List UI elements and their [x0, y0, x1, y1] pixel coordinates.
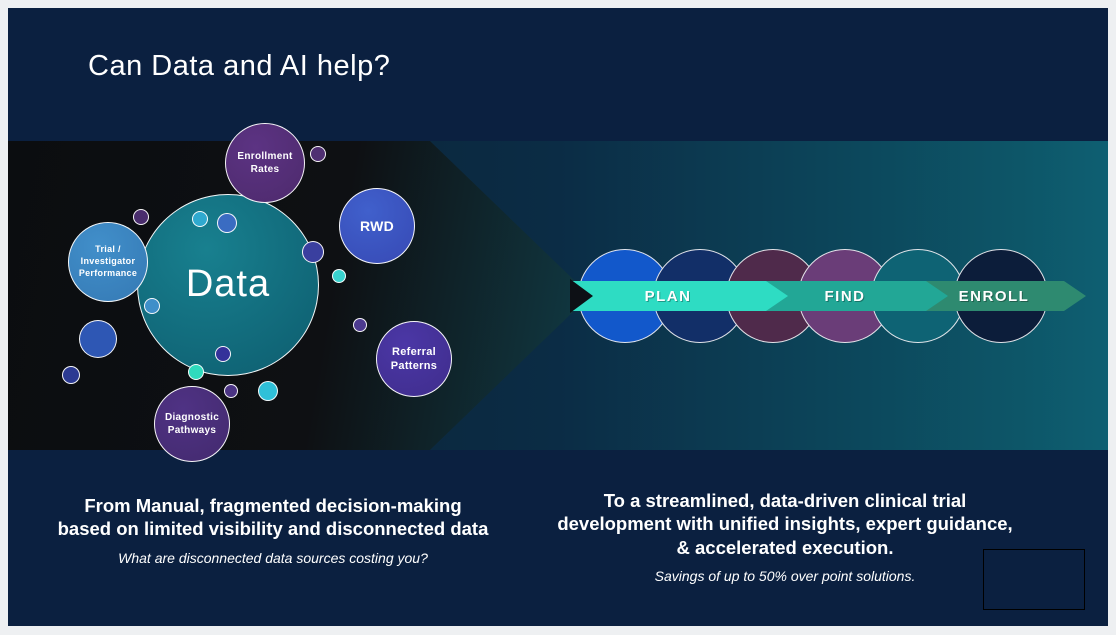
bubble-enrollment-rates-label: Enrollment Rates — [237, 151, 293, 175]
bubble-data-label: Data — [185, 263, 271, 306]
bubble-small-purple-1 — [133, 209, 149, 225]
bubble-referral-patterns: Referral Patterns — [376, 321, 452, 397]
right-caption-bold-line-2: development with unified insights, exper… — [557, 513, 1013, 535]
bubble-small-navy-1 — [62, 366, 80, 384]
left-caption-bold-line-1: From Manual, fragmented decision-making — [84, 495, 462, 516]
flow-banner: PLAN FIND ENROLL — [8, 8, 1108, 626]
step-plan: PLAN — [570, 281, 788, 311]
right-caption-bold-line-1: To a streamlined, data-driven clinical t… — [603, 490, 967, 511]
bubble-small-cyan-3 — [258, 381, 278, 401]
bubble-small-purple-4 — [310, 146, 326, 162]
bubble-diagnostic-pathways-label: Diagnostic Pathways — [164, 412, 220, 436]
bubble-small-cyan-2 — [332, 269, 346, 283]
bubble-small-purple-3 — [224, 384, 238, 398]
bubble-small-indigo-2 — [215, 346, 231, 362]
slide: Can Data and AI help? Data Enrollment Rat… — [8, 8, 1108, 626]
slide-title: Can Data and AI help? — [88, 50, 391, 82]
left-caption: From Manual, fragmented decision-making … — [28, 494, 518, 566]
step-find: FIND — [764, 281, 948, 311]
bubble-trial-investigator-performance-label: Trial / Investigator Performance — [78, 244, 138, 278]
bubble-diagnostic-pathways: Diagnostic Pathways — [154, 386, 230, 462]
step-enroll-label: ENROLL — [958, 287, 1030, 305]
right-caption-bold-line-3: & accelerated execution. — [676, 536, 894, 558]
empty-placeholder-box — [983, 549, 1085, 610]
bubble-small-blue-2 — [144, 298, 160, 314]
step-find-label: FIND — [824, 287, 866, 305]
bubble-trial-investigator-performance: Trial / Investigator Performance — [68, 222, 148, 302]
bubble-small-cyan-1 — [192, 211, 208, 227]
bubble-rwd: RWD — [339, 188, 415, 264]
bubble-small-blue-1 — [217, 213, 237, 233]
bubble-rwd-label: RWD — [359, 217, 395, 234]
right-caption-italic: Savings of up to 50% over point solution… — [654, 567, 916, 584]
bubble-small-teal-1 — [188, 364, 204, 380]
bubble-small-indigo-1 — [302, 241, 324, 263]
step-enroll: ENROLL — [924, 281, 1086, 311]
right-caption: To a streamlined, data-driven clinical t… — [545, 489, 1025, 584]
bubble-enrollment-rates: Enrollment Rates — [225, 123, 305, 203]
step-plan-label: PLAN — [644, 287, 692, 305]
bubble-small-purple-2 — [353, 318, 367, 332]
left-caption-italic: What are disconnected data sources costi… — [118, 549, 428, 566]
bubble-blue-medium — [79, 320, 117, 358]
left-caption-bold-line-2: based on limited visibility and disconne… — [57, 518, 489, 540]
bubble-referral-patterns-label: Referral Patterns — [390, 345, 438, 372]
